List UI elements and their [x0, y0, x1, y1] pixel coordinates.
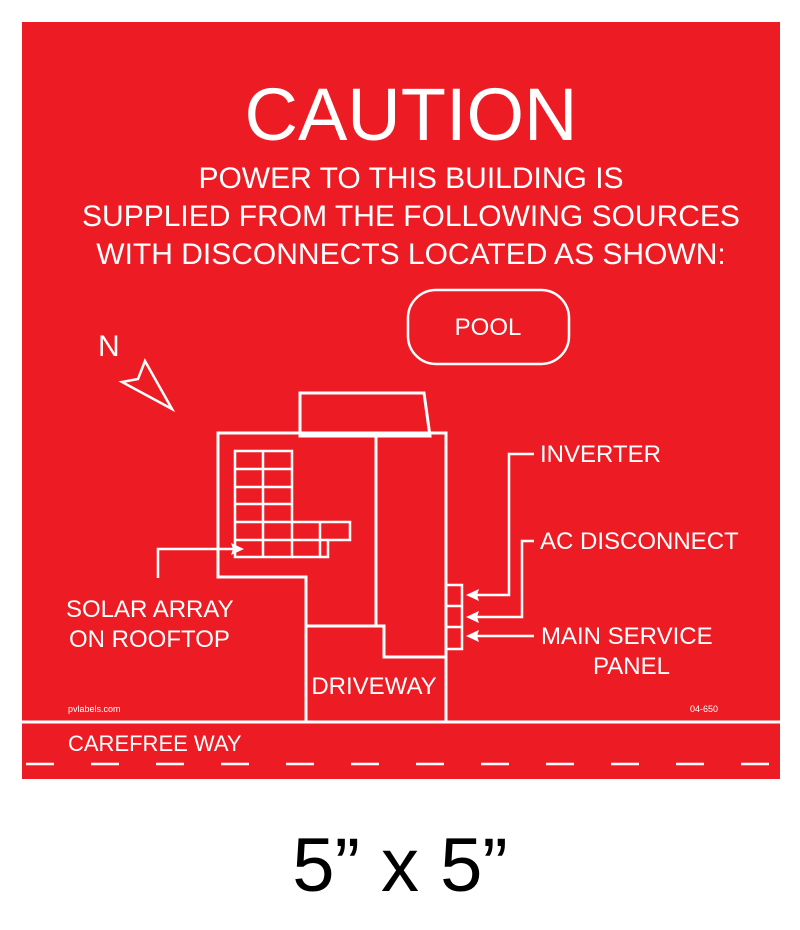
- sign-title: CAUTION: [245, 73, 578, 156]
- website-text: pvlabels.com: [68, 704, 121, 714]
- equipment-boxes: [444, 583, 464, 651]
- part-number-text: 04-650: [690, 704, 718, 714]
- inverter-arrowhead: [466, 589, 479, 601]
- building-outline: [216, 391, 448, 659]
- main-service-panel-label-line-1: MAIN SERVICE: [541, 623, 713, 650]
- solar-array-label-line-2: ON ROOFTOP: [69, 626, 230, 653]
- inverter-leader: [470, 452, 534, 597]
- street-label: CAREFREE WAY: [68, 731, 242, 756]
- solar-leader: [156, 547, 235, 578]
- solar-arrowhead: [231, 543, 244, 555]
- pool-outline: [406, 288, 571, 366]
- pool-label: POOL: [455, 314, 522, 341]
- ac-disconnect-leader: [470, 539, 534, 619]
- message-line-1: POWER TO THIS BUILDING IS: [198, 162, 623, 195]
- solar-array-label-line-1: SOLAR ARRAY: [66, 596, 234, 623]
- message-line-3: WITH DISCONNECTS LOCATED AS SHOWN:: [96, 238, 726, 271]
- ac-disconnect-arrowhead: [466, 611, 479, 623]
- caution-sign: CAUTION POWER TO THIS BUILDING IS SUPPLI…: [22, 22, 780, 779]
- main-panel-arrowhead: [466, 630, 479, 642]
- main-service-panel-label-line-2: PANEL: [593, 653, 670, 680]
- message-line-2: SUPPLIED FROM THE FOLLOWING SOURCES: [82, 200, 740, 233]
- size-caption: 5” x 5”: [292, 823, 508, 908]
- sign-diagram: CAUTION POWER TO THIS BUILDING IS SUPPLI…: [22, 73, 780, 766]
- ac-disconnect-label: AC DISCONNECT: [540, 528, 739, 555]
- solar-array-icon: [233, 449, 352, 559]
- driveway-label: DRIVEWAY: [311, 673, 436, 700]
- north-label: N: [98, 330, 120, 363]
- north-arrow-icon: [118, 358, 176, 413]
- inverter-label: INVERTER: [540, 441, 661, 468]
